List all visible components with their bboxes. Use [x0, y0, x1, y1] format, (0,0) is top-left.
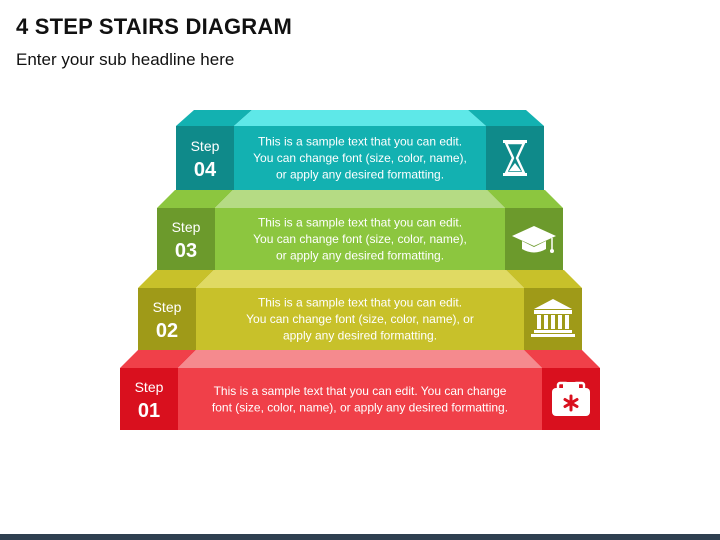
step-left-cap — [157, 208, 215, 270]
step-description-line: font (size, color, name), or apply any d… — [212, 400, 508, 414]
hourglass-icon — [503, 140, 527, 176]
stair-step-03: Step 03 This is a sample text that you can… — [157, 190, 563, 270]
step-left-cap — [176, 126, 234, 190]
step-description-line: or apply any desired formatting. — [276, 249, 444, 263]
step-front-panel — [196, 288, 524, 350]
step-number: 04 — [194, 159, 217, 181]
step-number: 02 — [156, 320, 178, 342]
step-label: Step — [153, 299, 182, 315]
step-description-line: This is a sample text that you can edit. — [258, 296, 462, 310]
step-description-line: You can change font (size, color, name),… — [246, 312, 474, 326]
stair-step-02: Step 02 This is a sample text that you can… — [138, 270, 582, 350]
step-front-panel — [234, 126, 486, 190]
step-label: Step — [172, 219, 201, 235]
step-front-panel — [178, 368, 542, 430]
stair-step-01: Step 01 This is a sample text that you can… — [120, 350, 600, 430]
step-right-tread — [468, 110, 544, 126]
step-center-tread — [178, 350, 542, 368]
stair-step-04: Step 04 This is a sample text that you can… — [176, 110, 544, 190]
step-left-cap — [138, 288, 196, 350]
step-right-tread — [524, 350, 600, 368]
step-left-tread — [120, 350, 196, 368]
step-label: Step — [135, 379, 164, 395]
step-description-line: You can change font (size, color, name), — [253, 151, 467, 165]
step-label: Step — [191, 138, 220, 154]
bank-building-icon — [531, 299, 575, 337]
step-center-tread — [196, 270, 524, 288]
step-description-line: apply any desired formatting. — [283, 329, 437, 343]
footer-bar — [0, 534, 720, 540]
graduation-cap-icon — [512, 226, 556, 253]
step-left-cap — [120, 368, 178, 430]
page-subtitle: Enter your sub headline here — [16, 50, 235, 69]
step-left-tread — [157, 190, 233, 208]
step-description-line: This is a sample text that you can edit.… — [214, 384, 507, 398]
step-right-tread — [487, 190, 563, 208]
step-center-tread — [215, 190, 505, 208]
step-center-tread — [234, 110, 486, 126]
step-front-panel — [215, 208, 505, 270]
step-left-tread — [176, 110, 252, 126]
step-left-tread — [138, 270, 214, 288]
first-aid-kit-icon — [552, 381, 590, 416]
page-title: 4 STEP STAIRS DIAGRAM — [16, 14, 292, 39]
step-right-tread — [506, 270, 582, 288]
step-description-line: or apply any desired formatting. — [276, 168, 444, 182]
step-number: 03 — [175, 240, 197, 262]
step-description-line: This is a sample text that you can edit. — [258, 135, 462, 149]
step-description-line: This is a sample text that you can edit. — [258, 216, 462, 230]
step-description-line: You can change font (size, color, name), — [253, 232, 467, 246]
step-number: 01 — [138, 400, 160, 422]
step-right-cap — [486, 126, 544, 190]
